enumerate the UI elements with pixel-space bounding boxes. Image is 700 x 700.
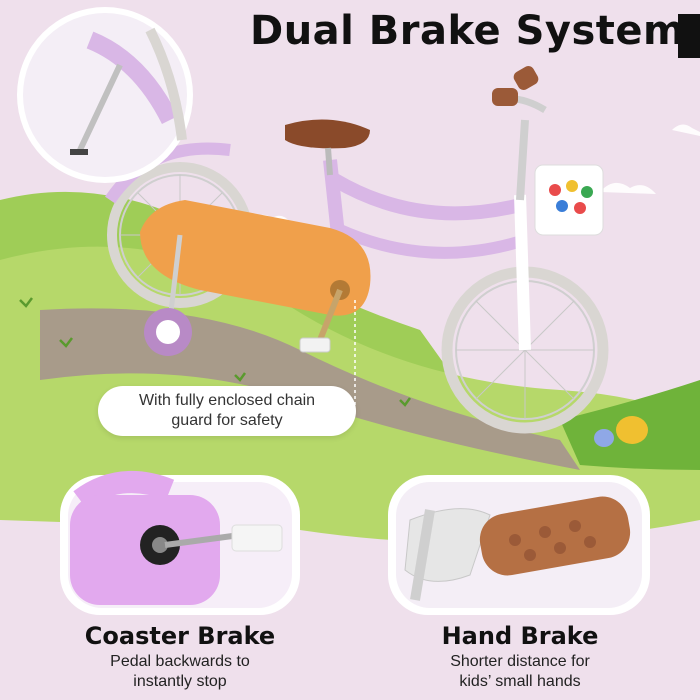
training-wheel-icon [144, 234, 192, 356]
brake-lever-icon [404, 508, 491, 601]
basket-icon [534, 164, 604, 236]
hand-brake-inset [388, 475, 650, 615]
pedal [299, 337, 331, 353]
chain-guard-note: With fully enclosed chain guard for safe… [138, 392, 316, 429]
coaster-brake-description: Pedal backwards to instantly stop [110, 653, 250, 690]
stem [516, 119, 529, 201]
grass-mark [59, 337, 73, 348]
hand-brake-title: Hand Brake [441, 622, 599, 650]
grip-left [513, 66, 539, 90]
seat-post [325, 147, 333, 176]
grass-mark [234, 372, 247, 382]
headline: Dual Brake System [250, 8, 686, 54]
coaster-brake-inset [60, 471, 300, 615]
flower-decoration [594, 429, 614, 447]
chain-guard [140, 200, 371, 316]
frame-top-tube [331, 173, 522, 221]
cloud-decoration [600, 182, 656, 194]
cloud-decoration [672, 124, 700, 136]
grip-right [492, 88, 518, 106]
grass-mark [399, 397, 412, 407]
fork [514, 194, 531, 351]
grass-mark [19, 297, 33, 308]
seat [285, 119, 370, 149]
kickstand-icon [70, 63, 123, 155]
pedal-axle-icon [140, 524, 283, 565]
hand-brake-description: Shorter distance for kids’ small hands [450, 653, 590, 690]
crank-arm [317, 288, 343, 342]
chain-guard-callout: With fully enclosed chain guard for safe… [98, 386, 356, 436]
grip-icon [479, 496, 631, 576]
frame-down-tube [337, 224, 527, 259]
headline-bar [678, 14, 700, 58]
kickstand-inset [17, 7, 193, 183]
coaster-brake-title: Coaster Brake [84, 622, 276, 650]
flower-decoration [616, 416, 648, 444]
